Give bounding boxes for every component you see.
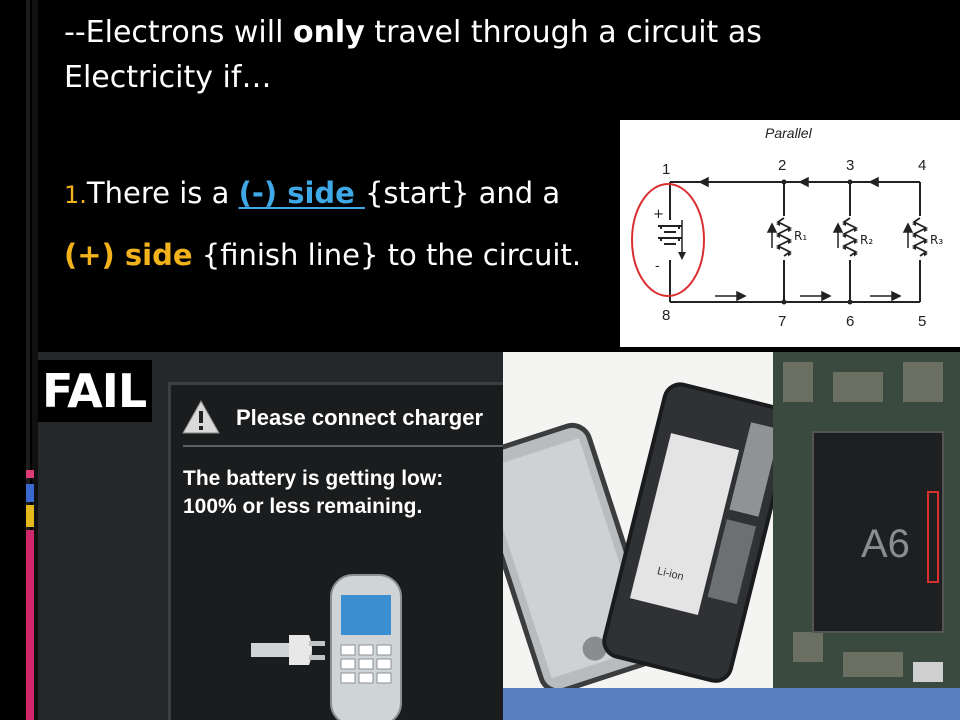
parallel-circuit-diagram: Parallel +	[620, 120, 960, 347]
dialog-message-line2: 100% or less remaining.	[183, 495, 423, 518]
resistor-label-3: R₃	[930, 233, 943, 247]
negative-side-text: (-) side	[238, 176, 365, 210]
circuit-title: Parallel	[765, 125, 813, 141]
disassembled-phone-photo: Li-ion	[503, 352, 773, 720]
dialog-message-line1: The battery is getting low:	[183, 467, 444, 490]
node-label-4: 4	[918, 157, 926, 174]
slide-heading: --Electrons will only travel through a c…	[64, 10, 864, 100]
node-label-3: 3	[846, 157, 854, 174]
accent-bars-graphic	[26, 0, 38, 720]
node-label-6: 6	[846, 313, 854, 330]
fail-stamp: FAIL	[38, 360, 152, 422]
bullet-two-rest: {finish line} to the circuit.	[192, 238, 582, 272]
chip-board-graphic: A6	[773, 352, 960, 688]
left-accent-bars	[0, 0, 38, 720]
resistor-label-1: R₁	[794, 229, 807, 243]
node-label-2: 2	[778, 157, 786, 174]
chip-label: A6	[861, 522, 910, 566]
warning-icon	[182, 399, 220, 434]
bullet-one: 1.There is a (-) side {start} and a	[64, 170, 644, 218]
positive-side-text: (+) side	[64, 238, 193, 272]
node-label-5: 5	[918, 313, 926, 330]
a6-chip-photo: A6	[773, 352, 960, 688]
bullet-number: 1.	[64, 181, 87, 209]
heading-emphasis: only	[292, 15, 365, 50]
node-label-8: 8	[662, 307, 670, 324]
heading-part1: --Electrons will	[64, 15, 293, 50]
node-label-1: 1	[662, 161, 670, 178]
heading-part2: travel through a circuit as Electricity …	[64, 15, 762, 95]
chip-highlight-box	[927, 491, 939, 583]
bullet-one-mid: {start} and a	[364, 176, 561, 210]
fail-meme-image: FAIL Please connect charger The battery …	[38, 352, 503, 720]
battery-highlight-circle	[631, 183, 705, 297]
bottom-blue-bar	[503, 688, 960, 720]
node-label-7: 7	[778, 313, 786, 330]
dialog-title: Please connect charger	[236, 405, 484, 430]
circuit-graphic: Parallel +	[631, 125, 943, 330]
low-battery-dialog: Please connect charger The battery is ge…	[168, 382, 503, 720]
bullet-one-continued: (+) side {finish line} to the circuit.	[64, 232, 624, 278]
dialog-divider	[183, 445, 503, 447]
dialog-message: The battery is getting low: 100% or less…	[183, 465, 503, 521]
resistor-label-2: R₂	[860, 233, 873, 247]
phone-parts-graphic: Li-ion	[503, 382, 773, 694]
bullet-one-lead: There is a	[86, 176, 239, 210]
phone-charger-icon	[251, 574, 402, 720]
battery-plus: +	[653, 207, 664, 222]
battery-minus: -	[655, 259, 660, 274]
